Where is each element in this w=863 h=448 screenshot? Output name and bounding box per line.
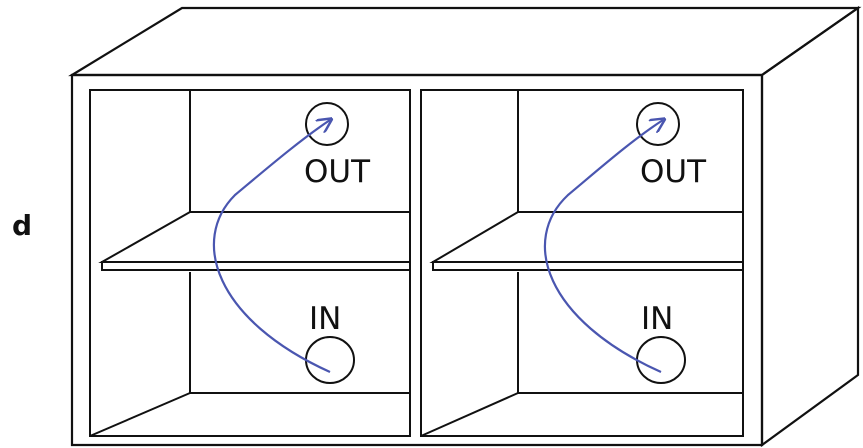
in-label: IN (309, 301, 341, 337)
out-port-circle (305, 102, 349, 146)
compartment-left: OUT IN (89, 89, 411, 437)
in-port-circle (636, 336, 686, 384)
out-port-circle (636, 102, 680, 146)
cabinet-body (68, 5, 862, 448)
airflow-arrow (212, 120, 330, 374)
airflow-arrow (543, 120, 663, 374)
panel-label: d (12, 209, 32, 242)
shelf (429, 211, 744, 263)
cabinet-side (760, 5, 860, 448)
compartment-right: OUT IN (420, 89, 744, 437)
out-label: OUT (304, 154, 371, 190)
shelf (98, 211, 411, 263)
in-port-circle (305, 336, 355, 384)
cabinet-top (68, 6, 862, 77)
in-label: IN (641, 301, 673, 337)
out-label: OUT (640, 154, 707, 190)
